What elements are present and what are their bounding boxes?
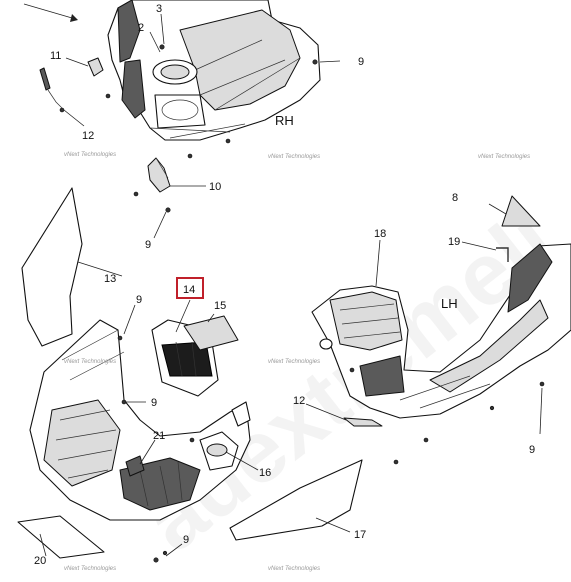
callout-19: 19 — [448, 236, 460, 248]
highlight-box-14 — [176, 277, 204, 299]
watermark-text: vNext Technologies — [64, 566, 116, 572]
callout-9-center: 9 — [136, 294, 142, 306]
callout-12-lower: 12 — [293, 395, 305, 407]
callout-16: 16 — [259, 467, 271, 479]
watermark-text: vNext Technologies — [268, 359, 320, 365]
part-10-bracket — [147, 157, 171, 193]
watermark-text: vNext Technologies — [268, 154, 320, 160]
part-12-strap — [39, 67, 65, 113]
small-watermarks: vNext Technologies vNext Technologies vN… — [64, 152, 530, 572]
part-19-hook — [496, 247, 509, 262]
leader-lines — [23, 3, 543, 557]
callout-17: 17 — [354, 529, 366, 541]
part-12-lower-clip — [343, 417, 383, 427]
callout-9-lower-right: 9 — [529, 444, 535, 456]
watermark-text: vNext Technologies — [64, 359, 116, 365]
callout-12-top: 12 — [82, 130, 94, 142]
part-8-triangle-pad — [501, 195, 541, 227]
callout-10: 10 — [209, 181, 221, 193]
part-17-side-panel — [229, 459, 363, 541]
part-15-pad — [183, 315, 239, 351]
callout-9-lower-left: 9 — [151, 397, 157, 409]
lower-front-console-part — [29, 319, 251, 521]
watermark-text: vNext Technologies — [64, 152, 116, 158]
watermark-text: vNext Technologies — [478, 154, 530, 160]
callout-3: 3 — [156, 3, 162, 15]
callout-13: 13 — [104, 273, 116, 285]
callout-9-top-right: 9 — [358, 56, 364, 68]
callout-11: 11 — [50, 50, 61, 62]
callout-14: 14 — [183, 284, 195, 296]
callout-numbers: 2 3 9 11 12 10 9 8 19 13 18 9 14 15 9 21… — [34, 3, 535, 567]
callout-9-upper-left: 9 — [145, 239, 151, 251]
lh-console-part — [311, 243, 571, 419]
callout-2: 2 — [138, 22, 144, 34]
callout-15: 15 — [214, 300, 226, 312]
rh-upper-console-part — [107, 0, 321, 141]
lh-label: LH — [441, 296, 458, 311]
part-20-lower-panel — [17, 515, 105, 559]
callout-18: 18 — [374, 228, 386, 240]
fasteners-top — [105, 44, 318, 213]
watermark-text: vNext Technologies — [268, 566, 320, 572]
arrow-head — [70, 14, 78, 22]
rh-label: RH — [275, 113, 294, 128]
callout-8: 8 — [452, 192, 458, 204]
fasteners-right — [349, 367, 545, 465]
callout-9-bottom: 9 — [183, 534, 189, 546]
side-labels: RH LH — [275, 113, 458, 311]
callout-21: 21 — [153, 430, 165, 442]
callout-20: 20 — [34, 555, 46, 567]
fasteners-lower-left — [117, 335, 195, 563]
part-11-clip — [87, 57, 104, 77]
part-13-side-panel — [21, 187, 83, 347]
